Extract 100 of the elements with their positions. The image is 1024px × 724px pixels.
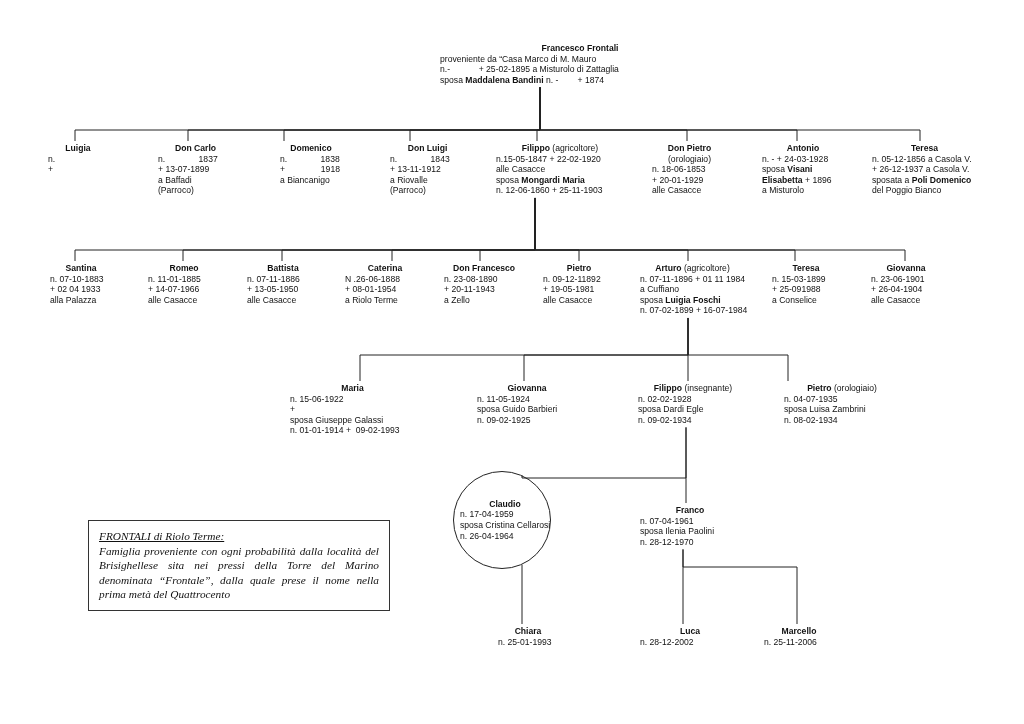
- detail-line: a Misturolo: [762, 185, 805, 196]
- detail-line: alle Casacce: [871, 294, 921, 306]
- detail-line: n. 25-01-1993: [498, 636, 552, 648]
- person-name: Filippo: [521, 143, 550, 153]
- detail-line: sposa Ilenia Paolini: [640, 526, 715, 537]
- person-name: Teresa: [792, 263, 820, 273]
- person-name: Franco: [675, 505, 705, 515]
- detail-line: + 14-07-1966: [148, 284, 200, 295]
- detail-line: a Baffadi: [158, 174, 192, 186]
- detail-line: + 13-05-1950: [247, 284, 299, 295]
- detail-line: a Zello: [444, 294, 470, 306]
- connector-line: [682, 548, 798, 625]
- person-name: Domenico: [290, 143, 332, 153]
- detail-line: proveniente da “Casa Marco di M. Mauro: [440, 53, 597, 65]
- person-name: Don Pietro: [667, 143, 712, 153]
- detail-line: (Parroco): [390, 185, 426, 196]
- person-name: Maria: [341, 383, 364, 393]
- detail-line: +: [290, 404, 296, 415]
- connector-line: [687, 317, 789, 382]
- detail-line: + 26-04-1904: [871, 284, 923, 295]
- detail-line: + 19-05-1981: [543, 284, 595, 295]
- detail-line: + 13-07-1899: [158, 164, 210, 175]
- detail-line: alle Casacce: [543, 294, 593, 306]
- person-name: Romeo: [169, 263, 199, 273]
- detail-line: n. 09-02-1925: [477, 414, 531, 426]
- person-name: Claudio: [489, 498, 521, 509]
- person-name: Francesco Frontali: [541, 43, 619, 53]
- detail-line: n. 15-03-1899: [772, 273, 826, 285]
- detail-line: a Cuffiano: [640, 284, 680, 295]
- detail-line: n.: [48, 153, 56, 165]
- detail-line: n. 28-12-1970: [640, 536, 694, 548]
- person-name: Battista: [267, 263, 299, 273]
- detail-line: + 02 04 1933: [50, 284, 101, 295]
- connector-line: [521, 564, 523, 625]
- detail-line: n. 28-12-2002: [640, 636, 694, 648]
- detail-line: n. 08-02-1934: [784, 414, 838, 426]
- person-name: Chiara: [514, 626, 542, 636]
- detail-line: + 26-12-1937 a Casola V.: [872, 164, 970, 175]
- detail-line: (Parroco): [158, 185, 194, 196]
- detail-line: a Riolo Terme: [345, 294, 398, 306]
- note-text: Famiglia proveniente con ogni probabilità dalla località del Brisighellese sita nei pressi della Torre del Marino denominata “Frontale”, dalla quale prese il nome nella prima metà del Quattrocento: [99, 543, 379, 602]
- detail-line: a Biancanigo: [280, 174, 330, 186]
- person-name: Pietro: [566, 263, 592, 273]
- detail-line: n. 1838: [280, 153, 340, 165]
- detail-line: alle Casacce: [148, 294, 198, 306]
- detail-line: + 08-01-1954: [345, 284, 397, 295]
- detail-line: n. 07-11-1886: [247, 273, 300, 285]
- detail-line: n. 11-05-1924: [477, 393, 530, 405]
- detail-line: sposa Guido Barbieri: [477, 404, 558, 415]
- detail-line: n. - + 24-03-1928: [762, 153, 829, 165]
- detail-line: n. 09-02-1934: [638, 414, 692, 426]
- detail-line: n. 25-11-2006: [764, 636, 817, 648]
- detail-line: n. 07-11-1896 + 01 11 1984: [640, 273, 746, 285]
- occupation-label: (orologiaio): [668, 153, 711, 164]
- detail-line: n. 05-12-1856 a Casola V.: [872, 153, 972, 165]
- detail-line: + 20-11-1943: [444, 284, 495, 295]
- person-name: Don Francesco: [452, 263, 516, 273]
- detail-line: alla Palazza: [50, 294, 97, 306]
- person-name: Teresa: [910, 143, 939, 153]
- note-box: [88, 520, 390, 611]
- connector-line: [539, 86, 921, 142]
- detail-line: sposa Luigia Foschi: [640, 294, 721, 306]
- detail-line: n. 26-04-1964: [460, 530, 514, 542]
- detail-line: n. 07-04-1961: [640, 515, 694, 527]
- person-name: Marcello: [781, 626, 817, 636]
- occupation-label: (orologiaio): [833, 383, 877, 393]
- person-name: Filippo: [653, 383, 682, 393]
- detail-line: sposa Cristina Cellarosi: [460, 520, 551, 531]
- detail-line: + 1918: [280, 164, 340, 175]
- occupation-label: (agricoltore): [552, 143, 599, 153]
- note-title: FRONTALI di Riolo Terme:: [99, 529, 226, 544]
- detail-line: sposa Maddalena Bandini n. - + 1874: [440, 74, 605, 86]
- connector-line: [685, 426, 687, 504]
- detail-line: n.15-05-1847 + 22-02-1920: [496, 153, 601, 165]
- person-name: Don Luigi: [407, 143, 448, 153]
- person-name: Don Carlo: [174, 143, 217, 153]
- detail-line: n. 04-07-1935: [784, 393, 838, 405]
- detail-line: a Conselice: [772, 294, 817, 306]
- detail-line: n. 18-06-1853: [652, 164, 706, 175]
- detail-line: sposa Visani: [762, 164, 813, 175]
- person-name: Luca: [679, 626, 701, 636]
- occupation-label: (agricoltore): [683, 263, 730, 273]
- detail-line: + 13-11-1912: [390, 164, 441, 175]
- detail-line: n. 23-08-1890: [444, 273, 498, 285]
- detail-line: +: [48, 164, 54, 175]
- connector-line: [534, 197, 906, 262]
- detail-line: n.- + 25-02-1895 a Misturolo di Zattaglia: [440, 64, 619, 75]
- person-name: Antonio: [786, 143, 820, 153]
- detail-line: n. 15-06-1922: [290, 393, 344, 405]
- person-name: Giovanna: [886, 263, 926, 273]
- detail-line: N .26-06-1888: [345, 273, 400, 285]
- person-name: Giovanna: [507, 383, 547, 393]
- detail-line: a Riovalle: [390, 174, 428, 186]
- detail-line: n. 1837: [158, 153, 218, 165]
- detail-line: n. 02-02-1928: [638, 393, 692, 405]
- detail-line: n. 12-06-1860 + 25-11-1903: [496, 185, 603, 196]
- detail-line: n. 01-01-1914 + 09-02-1993: [290, 425, 400, 436]
- detail-line: sposa Mongardi Maria: [496, 174, 585, 186]
- detail-line: n. 1843: [390, 153, 450, 165]
- occupation-label: (insegnante): [684, 383, 733, 393]
